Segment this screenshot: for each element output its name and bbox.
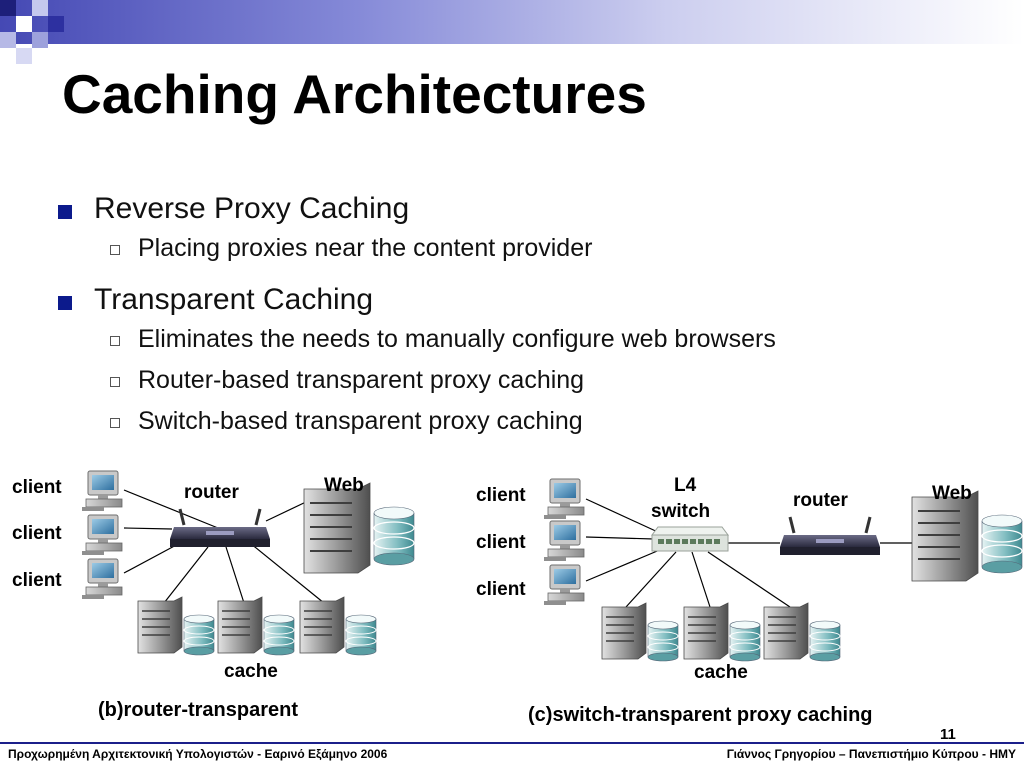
bullet-text: Transparent Caching <box>94 283 374 316</box>
client-computer-icon <box>81 558 123 600</box>
web-server-icon <box>303 482 415 574</box>
connection-lines <box>123 489 325 604</box>
cache-label: cache <box>224 661 278 682</box>
web-label: Web <box>324 475 364 496</box>
sub-bullet-text: Switch-based transparent proxy caching <box>138 407 583 435</box>
web-server-icon <box>911 490 1023 582</box>
caching-diagram: client client client router Web cache (b… <box>12 470 1023 726</box>
client-computer-icon <box>81 470 123 512</box>
hollow-square-bullet-icon <box>110 377 120 387</box>
hollow-square-bullet-icon <box>110 336 120 346</box>
sub-bullet-text: Placing proxies near the content provide… <box>138 234 593 262</box>
sub-bullet-text: Router-based transparent proxy caching <box>138 366 585 394</box>
square-bullet-icon <box>58 296 72 310</box>
diagram-caption: (c)switch-transparent proxy caching <box>528 704 873 726</box>
hollow-square-bullet-icon <box>110 418 120 428</box>
sub-bullet-item: Eliminates the needs to manually configu… <box>56 325 996 366</box>
web-label: Web <box>932 483 972 504</box>
switch-label-l4: L4 <box>674 475 697 496</box>
slide-title: Caching Architectures <box>62 63 647 125</box>
l4-switch-icon <box>651 526 729 552</box>
footer-author: Γιάννος Γρηγορίου – Πανεπιστήμιο Κύπρου … <box>726 747 1016 761</box>
footer-course: Προχωρημένη Αρχιτεκτονική Υπολογιστών - … <box>8 747 388 761</box>
connection-lines <box>585 498 912 608</box>
client-label: client <box>12 477 62 498</box>
cache-server-icon <box>601 602 679 662</box>
hollow-square-bullet-icon <box>110 245 120 255</box>
bullet-text: Reverse Proxy Caching <box>94 192 410 225</box>
client-label: client <box>12 570 62 591</box>
client-label: client <box>12 523 62 544</box>
page-number: 11 <box>940 726 956 743</box>
cache-server-icon <box>299 596 377 656</box>
cache-server-icon <box>763 602 841 662</box>
client-label: client <box>476 485 526 506</box>
sub-bullet-item: Switch-based transparent proxy caching <box>56 407 996 448</box>
cache-server-icon <box>683 602 761 662</box>
client-label: client <box>476 579 526 600</box>
router-transparent-diagram: client client client router Web cache (b… <box>12 470 415 721</box>
client-computer-icon <box>543 564 585 606</box>
sub-bullet-item: Placing proxies near the content provide… <box>56 234 996 275</box>
bullet-list: Reverse Proxy Caching Placing proxies ne… <box>56 188 996 448</box>
client-label: client <box>476 532 526 553</box>
bullet-item: Reverse Proxy Caching <box>56 188 996 234</box>
cache-server-icon <box>217 596 295 656</box>
cache-server-icon <box>137 596 215 656</box>
client-computer-icon <box>543 520 585 562</box>
client-computer-icon <box>543 478 585 520</box>
bullet-item: Transparent Caching <box>56 279 996 325</box>
router-icon <box>778 515 882 557</box>
router-label: router <box>184 482 240 503</box>
switch-transparent-diagram: client client client L4 switch router We… <box>476 475 1023 726</box>
sub-bullet-item: Router-based transparent proxy caching <box>56 366 996 407</box>
router-label: router <box>793 490 849 511</box>
header-gradient-bar <box>0 0 1024 44</box>
cache-label: cache <box>694 662 748 683</box>
client-computer-icon <box>81 514 123 556</box>
switch-label-switch: switch <box>651 501 710 522</box>
square-bullet-icon <box>58 205 72 219</box>
sub-bullet-text: Eliminates the needs to manually configu… <box>138 325 776 353</box>
footer-divider <box>0 742 1024 744</box>
corner-checker-decoration <box>0 0 64 64</box>
diagram-caption: (b)router-transparent <box>98 699 298 721</box>
